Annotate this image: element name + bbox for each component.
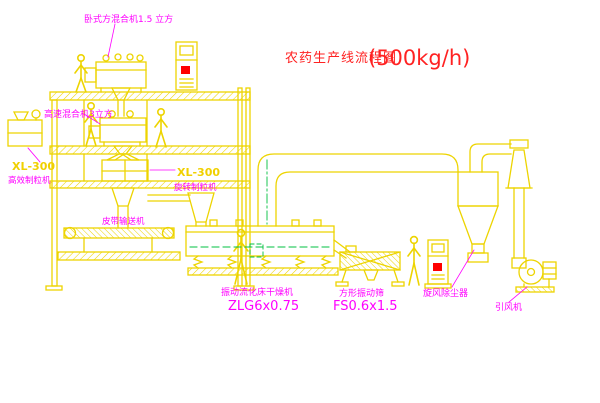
leader-lines [27, 23, 528, 303]
label-dryer-model: ZLG6x0.75 [228, 299, 299, 314]
high-speed-mixer [88, 110, 147, 161]
worker-figure-2 [84, 102, 98, 147]
induced-draft-fan [515, 259, 557, 293]
worker-figure-4 [233, 228, 249, 285]
cyclone-separator [457, 143, 512, 263]
electric-control-cabinet-2 [424, 239, 452, 289]
fluid-bed-dryer [185, 219, 339, 276]
rotary-granulator [101, 159, 149, 229]
label-belt-conveyor: 皮带输送机 [102, 216, 145, 227]
label-high-speed-mixer: 高速混合机3立方 [44, 108, 113, 120]
label-center-granulator-name: 旋转制粒机 [174, 182, 217, 193]
worker-figure-5 [407, 235, 421, 286]
exhaust-duct [257, 153, 459, 227]
feeder-duct-hopper [147, 192, 215, 227]
vibrating-screen [333, 239, 405, 287]
worker-figure-3 [154, 108, 168, 148]
label-top-mixer: 卧式方混合机1.5 立方 [84, 13, 173, 25]
label-screen-model: FS0.6x1.5 [333, 299, 398, 314]
label-dryer-name: 振动流化床干燥机 [221, 286, 293, 298]
drawing-title: 农药生产线流程图 [285, 51, 397, 66]
label-fan: 引风机 [495, 301, 522, 313]
belt-conveyor [57, 226, 181, 261]
label-left-granulator-model: XL-300 [12, 160, 55, 173]
building-structure [45, 87, 255, 291]
worker-figures [74, 53, 421, 286]
label-screen-name: 方形振动筛 [339, 287, 384, 299]
exhaust-stack [505, 139, 533, 269]
label-center-granulator-model: XL-300 [177, 166, 220, 179]
electric-control-cabinet-1 [175, 41, 198, 91]
drawing-title-capacity: (500kg/h) [368, 46, 470, 70]
top-mixer [84, 53, 147, 117]
worker-figure-1 [74, 53, 88, 93]
label-cyclone: 旋风除尘器 [423, 287, 468, 299]
auxiliary-marks [189, 159, 333, 258]
label-left-granulator-name: 高效制粒机 [8, 175, 51, 186]
left-granulator [7, 109, 43, 147]
